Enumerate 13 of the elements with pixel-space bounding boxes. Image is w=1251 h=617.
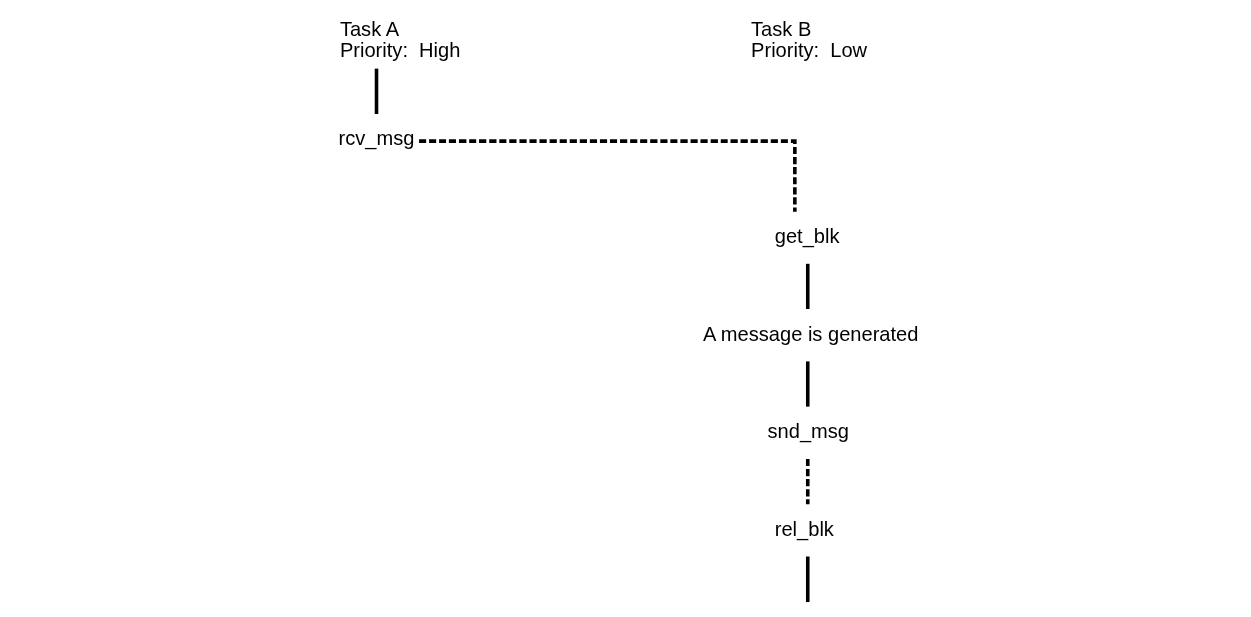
node-text: rel_blk (774, 517, 834, 540)
node-text: rcv_msg (338, 127, 415, 150)
node-text: get_blk (774, 224, 840, 247)
node-text: Task B Priority: Low (751, 17, 868, 62)
node-text: Task A Priority: High (339, 17, 461, 62)
connector (805, 459, 810, 505)
connector (805, 556, 810, 603)
connector (805, 361, 810, 407)
connector (374, 68, 379, 114)
connector (805, 263, 810, 310)
node-text: A message is generated (703, 322, 919, 345)
node-text: snd_msg (767, 420, 850, 443)
connector (419, 139, 797, 212)
